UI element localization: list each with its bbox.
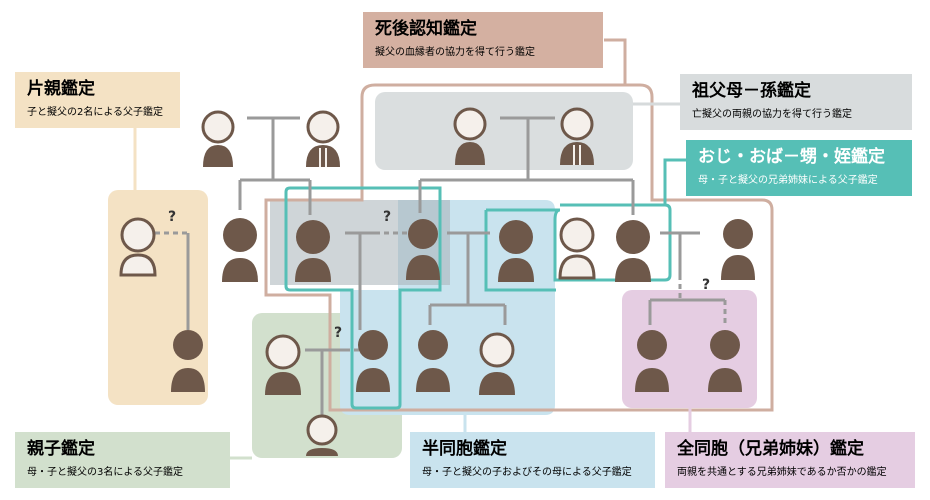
person-aunt <box>615 220 651 282</box>
uncle-aunt-connector <box>663 158 686 205</box>
person-half-sibling-boy <box>416 330 450 392</box>
person-grandmother-left <box>201 110 235 167</box>
person-full-sibling-left <box>635 330 669 392</box>
label-half-sibling-title: 半同胞鑑定 <box>422 439 507 459</box>
question-mark-alleged-father: ? <box>383 209 392 225</box>
person-full-sibling-right <box>708 330 742 392</box>
label-full-sibling-desc: 両親を共通とする兄弟姉妹であるか否かの鑑定 <box>677 467 887 478</box>
label-uncle-aunt-title: おじ・おば－甥・姪鑑定 <box>698 147 885 167</box>
label-parent-child-title: 親子鑑定 <box>27 439 95 459</box>
person-uncle-doctor <box>558 217 596 280</box>
label-uncle-aunt: おじ・おば－甥・姪鑑定 母・子と擬父の兄弟姉妹による父子鑑定 <box>686 140 912 196</box>
person-mother <box>295 220 331 282</box>
label-single-parent-title: 片親鑑定 <box>27 79 95 99</box>
label-single-parent-desc: 子と擬父の2名による父子鑑定 <box>27 107 164 118</box>
person-woman-left <box>222 218 258 282</box>
person-woman-half-sibling-mother <box>498 220 534 282</box>
label-full-sibling: 全同胞（兄弟姉妹）鑑定 両親を共通とする兄弟姉妹であるか否かの鑑定 <box>665 432 915 488</box>
label-postmortem-desc: 擬父の血縁者の協力を得て行う鑑定 <box>375 47 535 58</box>
person-doctor-left <box>119 217 157 277</box>
label-parent-child-desc: 母・子と擬父の3名による父子鑑定 <box>27 467 184 478</box>
person-grandfather-left <box>306 110 340 167</box>
label-parent-child: 親子鑑定 母・子と擬父の3名による父子鑑定 <box>15 432 230 488</box>
uncle-aunt-outline-3 <box>400 210 556 292</box>
person-child-center <box>356 330 390 392</box>
person-grandmother-center <box>453 107 487 165</box>
person-half-sibling-girl <box>479 332 515 395</box>
label-grandparent-desc: 亡擬父の両親の協力を得て行う鑑定 <box>692 109 852 120</box>
label-postmortem: 死後認知鑑定 擬父の血縁者の協力を得て行う鑑定 <box>363 12 603 68</box>
label-full-sibling-title: 全同胞（兄弟姉妹）鑑定 <box>677 439 864 459</box>
label-uncle-aunt-desc: 母・子と擬父の兄弟姉妹による父子鑑定 <box>698 175 878 186</box>
label-postmortem-title: 死後認知鑑定 <box>375 19 477 39</box>
family-lines <box>186 116 725 415</box>
person-child-parent-child <box>306 414 338 456</box>
uncle-aunt-outline-2 <box>486 203 672 282</box>
person-man-right <box>721 219 755 280</box>
grandparent-region <box>375 92 633 170</box>
person-child-single-parent <box>171 330 205 392</box>
uncle-aunt-outline <box>284 186 442 410</box>
question-mark-parent-child: ? <box>334 325 343 341</box>
label-single-parent: 片親鑑定 子と擬父の2名による父子鑑定 <box>15 72 180 128</box>
postmortem-connector <box>604 38 627 85</box>
label-half-sibling: 半同胞鑑定 母・子と擬父の子およびその母による父子鑑定 <box>410 432 655 488</box>
label-grandparent: 祖父母－孫鑑定 亡擬父の両親の協力を得て行う鑑定 <box>680 74 912 130</box>
question-mark-single-parent: ? <box>168 209 177 225</box>
question-mark-full-sibling: ? <box>702 277 711 293</box>
person-grandfather-center <box>560 107 594 165</box>
label-grandparent-title: 祖父母－孫鑑定 <box>692 81 811 101</box>
label-half-sibling-desc: 母・子と擬父の子およびその母による父子鑑定 <box>422 467 632 478</box>
person-mother-parent-child <box>265 334 301 395</box>
person-alleged-father <box>406 219 440 280</box>
postmortem-outline <box>264 83 774 412</box>
